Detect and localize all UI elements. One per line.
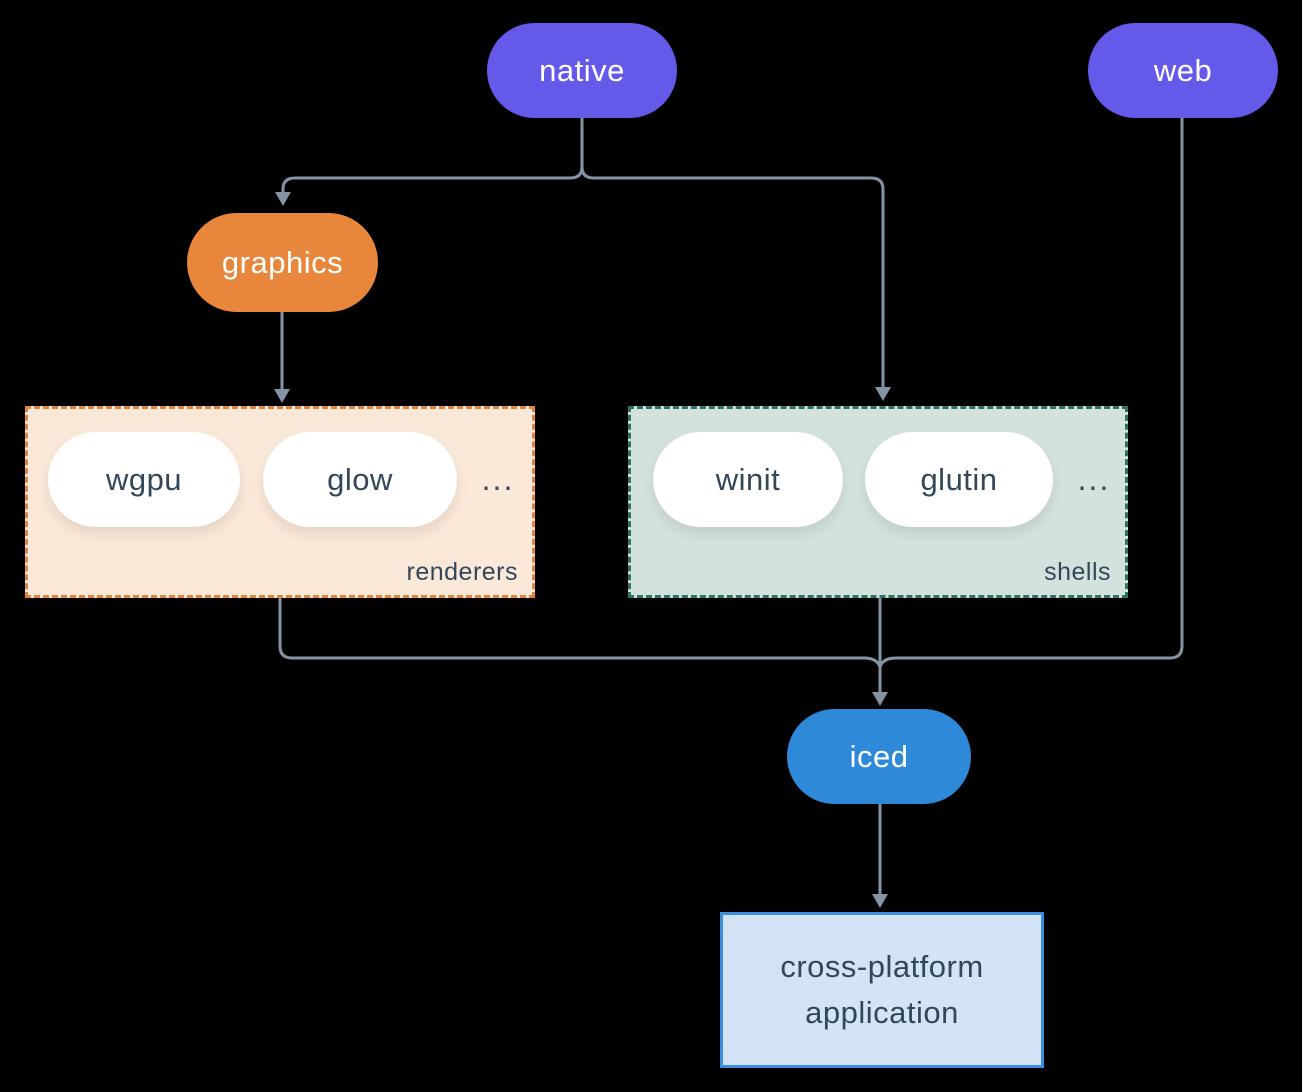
renderers-group-label: renderers — [406, 558, 518, 586]
node-native: native — [487, 23, 677, 118]
edge-native-to-shells — [580, 118, 885, 387]
arrowhead-renderers — [274, 389, 290, 403]
node-wgpu: wgpu — [48, 432, 240, 527]
shells-group-label: shells — [1044, 558, 1111, 586]
shells-ellipsis: ... — [1077, 461, 1111, 497]
node-iced: iced — [787, 709, 971, 804]
group-renderers: wgpu glow ... renderers — [25, 406, 535, 598]
arrowhead-iced — [872, 692, 888, 706]
node-glutin: glutin — [865, 432, 1053, 527]
arrowhead-shells — [875, 387, 891, 401]
node-web: web — [1088, 23, 1278, 118]
node-graphics: graphics — [187, 213, 378, 312]
node-winit: winit — [653, 432, 843, 527]
group-shells: winit glutin ... shells — [628, 406, 1128, 598]
edge-web-to-iced — [878, 118, 1184, 668]
arrowhead-graphics — [275, 192, 291, 206]
arrowhead-application — [872, 894, 888, 908]
renderers-ellipsis: ... — [481, 461, 515, 497]
edge-native-to-graphics — [281, 118, 584, 192]
node-cross-platform-application: cross-platform application — [720, 912, 1044, 1068]
node-glow: glow — [263, 432, 457, 527]
edge-renderers-to-iced — [278, 598, 882, 668]
